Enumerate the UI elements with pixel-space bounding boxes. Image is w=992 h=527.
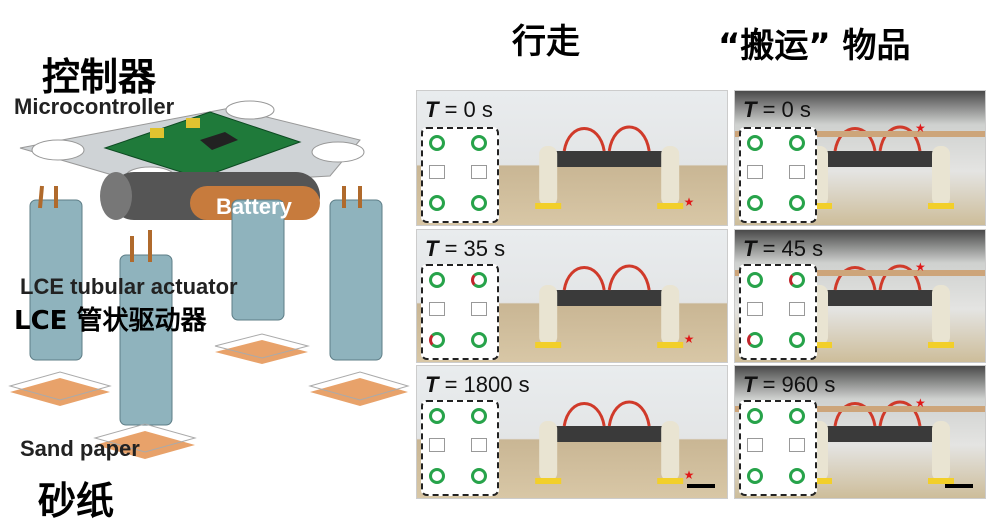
walk-photo-panel: ★ T = 1800 s	[416, 365, 728, 499]
actuator-ring-icon	[471, 195, 487, 211]
actuator-ring-icon	[471, 408, 487, 424]
actuator-ring-icon	[471, 135, 487, 151]
inset-pad	[429, 302, 445, 316]
actuator-state-inset	[739, 400, 817, 496]
position-star-marker: ★	[915, 260, 926, 274]
actuator-state-inset	[739, 264, 817, 360]
scale-bar	[945, 484, 973, 488]
time-symbol: T	[743, 97, 757, 122]
time-label: T = 0 s	[425, 97, 493, 123]
robot-photo	[535, 264, 684, 348]
actuator-ring-icon	[789, 135, 805, 151]
actuator-ring-icon	[429, 332, 445, 348]
time-symbol: T	[425, 372, 439, 397]
position-star-marker: ★	[683, 195, 695, 209]
actuator-ring-icon	[789, 272, 805, 288]
actuator-state-inset	[739, 127, 817, 223]
sandpaper-label-cn: 砂纸	[38, 479, 115, 523]
controller-label-cn: 控制器	[42, 55, 157, 99]
actuator-state-inset	[421, 127, 499, 223]
walk-photo-panel: ★ T = 0 s	[416, 90, 728, 226]
actuator-ring-icon	[747, 195, 763, 211]
inset-pad	[747, 165, 763, 179]
time-symbol: T	[425, 97, 439, 122]
actuator-ring-icon	[789, 468, 805, 484]
time-label: T = 960 s	[743, 372, 835, 398]
inset-pad	[471, 438, 487, 452]
actuator-ring-icon	[471, 272, 487, 288]
time-label: T = 35 s	[425, 236, 505, 262]
time-label: T = 45 s	[743, 236, 823, 262]
actuator-tubes	[29, 185, 383, 426]
carry-column-title: “搬运” 物品	[718, 26, 911, 66]
actuator-ring-icon	[429, 408, 445, 424]
time-value: = 1800 s	[438, 372, 530, 397]
time-value: = 45 s	[756, 236, 824, 261]
walk-photo-panel: ★ T = 35 s	[416, 229, 728, 363]
actuator-ring-icon	[471, 332, 487, 348]
inset-pad	[471, 302, 487, 316]
microcontroller-board	[103, 111, 302, 179]
actuator-ring-icon	[747, 135, 763, 151]
actuator-ring-icon	[789, 332, 805, 348]
time-value: = 0 s	[756, 97, 811, 122]
time-value: = 960 s	[756, 372, 836, 397]
walk-column-title: 行走	[512, 22, 580, 62]
inset-pad	[429, 165, 445, 179]
actuator-ring-icon	[429, 135, 445, 151]
actuator-label-cn: LCE 管状驱动器	[14, 306, 207, 336]
time-label: T = 0 s	[743, 97, 811, 123]
sandpaper-label-en: Sand paper	[20, 436, 140, 461]
inset-pad	[747, 438, 763, 452]
position-star-marker: ★	[683, 332, 695, 346]
inset-pad	[789, 165, 805, 179]
carry-photo-panel: ★ T = 45 s	[734, 229, 986, 363]
inset-pad	[429, 438, 445, 452]
actuator-ring-icon	[747, 408, 763, 424]
robot-photo	[535, 400, 684, 484]
position-star-marker: ★	[915, 121, 926, 135]
robot-photo	[535, 125, 684, 209]
actuator-ring-icon	[747, 332, 763, 348]
battery-label: Battery	[216, 194, 292, 219]
position-star-marker: ★	[683, 468, 695, 482]
time-value: = 35 s	[438, 236, 506, 261]
actuator-ring-icon	[429, 468, 445, 484]
actuator-state-inset	[421, 264, 499, 360]
inset-pad	[471, 165, 487, 179]
actuator-ring-icon	[429, 272, 445, 288]
inset-pad	[789, 302, 805, 316]
actuator-ring-icon	[429, 195, 445, 211]
actuator-ring-icon	[747, 272, 763, 288]
microcontroller-label: Microcontroller	[14, 94, 175, 119]
actuator-label-en: LCE tubular actuator	[20, 274, 238, 299]
time-symbol: T	[743, 236, 757, 261]
actuator-ring-icon	[789, 195, 805, 211]
scale-bar	[687, 484, 715, 488]
actuator-ring-icon	[471, 468, 487, 484]
inset-pad	[789, 438, 805, 452]
actuator-state-inset	[421, 400, 499, 496]
actuator-ring-icon	[789, 408, 805, 424]
schematic-diagram	[8, 100, 410, 459]
time-symbol: T	[425, 236, 439, 261]
time-label: T = 1800 s	[425, 372, 530, 398]
carry-photo-panel: ★ T = 0 s	[734, 90, 986, 226]
inset-pad	[747, 302, 763, 316]
robot-photo	[735, 125, 985, 209]
sandpaper-pads	[8, 333, 410, 459]
position-star-marker: ★	[915, 396, 926, 410]
carry-photo-panel: ★ T = 960 s	[734, 365, 986, 499]
time-symbol: T	[743, 372, 757, 397]
actuator-ring-icon	[747, 468, 763, 484]
time-value: = 0 s	[438, 97, 493, 122]
